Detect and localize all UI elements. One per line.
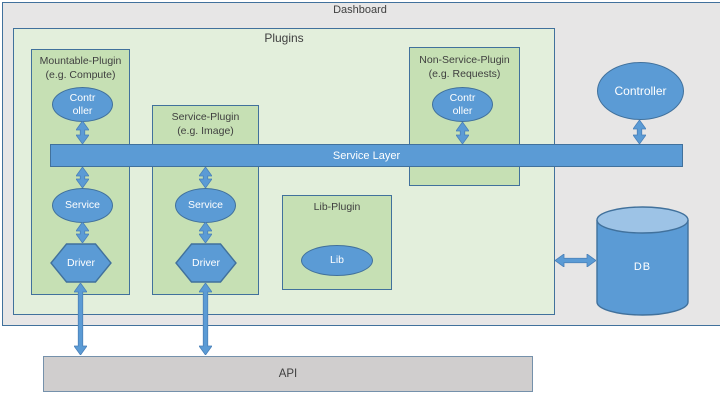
mountable-service-ellipse: Service <box>52 188 113 223</box>
arrow-plugins-db <box>554 253 597 272</box>
arrow-mountable-service-driver <box>75 221 90 248</box>
non-service-controller-ellipse: Contr oller <box>432 87 493 122</box>
mountable-plugin-title: Mountable-Plugin (e.g. Compute) <box>39 55 122 81</box>
lib-plugin-title: Lib-Plugin <box>313 201 361 213</box>
controller-ellipse: Controller <box>597 62 684 120</box>
service-plugin-title: Service-Plugin (e.g. Image) <box>171 111 240 137</box>
api-bar: API <box>43 356 533 392</box>
arrow-serviceplugin-service-driver <box>198 221 213 248</box>
service-plugin-service-ellipse: Service <box>175 188 236 223</box>
mountable-controller-ellipse: Contr oller <box>52 87 113 122</box>
arrow-controller-servicelayer <box>632 119 647 149</box>
non-service-plugin-title: Non-Service-Plugin (e.g. Requests) <box>419 54 510 80</box>
dashboard-title: Dashboard <box>333 4 387 16</box>
arrow-mountable-driver-api <box>72 282 88 360</box>
service-plugin-driver-hexagon: Driver <box>175 243 237 283</box>
cylinder-shape <box>596 206 689 316</box>
service-layer-bar: Service Layer <box>50 144 683 167</box>
arrow-servicelayer-mountable-service <box>75 166 90 193</box>
plugins-title: Plugins <box>264 31 304 45</box>
hexagon-shape <box>50 243 112 283</box>
lib-ellipse: Lib <box>301 245 373 276</box>
db-cylinder: DB <box>596 206 689 317</box>
arrow-servicelayer-serviceplugin-service <box>198 166 213 193</box>
arrow-nonservice-controller-servicelayer <box>455 121 470 149</box>
hexagon-shape <box>175 243 237 283</box>
lib-plugin-box: Lib-Plugin <box>282 195 392 290</box>
arrow-serviceplugin-driver-api <box>198 282 213 360</box>
mountable-driver-hexagon: Driver <box>50 243 112 283</box>
arrow-mountable-controller-servicelayer <box>75 120 90 149</box>
